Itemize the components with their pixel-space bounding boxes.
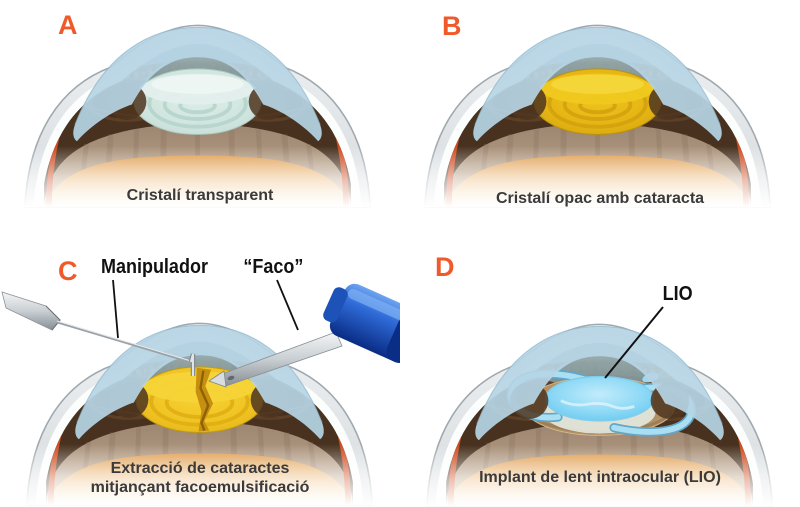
- eye-illustration-cataract: [400, 0, 800, 250]
- panel-b-cataract-lens: B Cristalí opac amb cataracta: [400, 0, 800, 250]
- label-lio: LIO: [662, 283, 694, 305]
- panel-letter-a: A: [58, 10, 78, 40]
- clear-lens: [133, 68, 262, 135]
- eye-illustration-phaco-surgery: [1, 279, 400, 507]
- panel-letter-c: C: [58, 256, 78, 286]
- panel-caption-b: Cristalí opac amb cataracta: [495, 190, 705, 207]
- phaco-instrument: [208, 283, 400, 388]
- panel-caption-d: Implant de lent intraocular (LIO): [479, 469, 721, 486]
- manipulator-instrument: [1, 291, 196, 376]
- label-faco: “Faco”: [242, 256, 304, 278]
- panel-caption-c: Extracció de cataractes mitjançant facoe…: [90, 460, 310, 496]
- iol-implant: [507, 369, 696, 437]
- iol-optic: [544, 375, 655, 422]
- panel-a-clear-lens: A Cristalí transparent: [0, 0, 400, 250]
- panel-letter-d: D: [435, 252, 455, 282]
- panel-d-iol-implant: D LIO Implant de lent intraocular (LIO): [400, 250, 800, 507]
- eye-illustration-clear-lens: [0, 0, 400, 250]
- panel-letter-b: B: [442, 11, 462, 41]
- manipulador-pointer-line: [112, 279, 119, 339]
- lio-pointer-line: [604, 306, 664, 379]
- panel-caption-a: Cristalí transparent: [126, 187, 274, 204]
- label-manipulador: Manipulador: [100, 256, 208, 278]
- faco-pointer-line: [276, 279, 299, 331]
- eye-illustration-iol-implant: [400, 306, 800, 507]
- panel-c-phacoemulsification: C Manipulador “Faco” Extracció de catara…: [0, 250, 400, 507]
- cataract-lens: [533, 68, 662, 135]
